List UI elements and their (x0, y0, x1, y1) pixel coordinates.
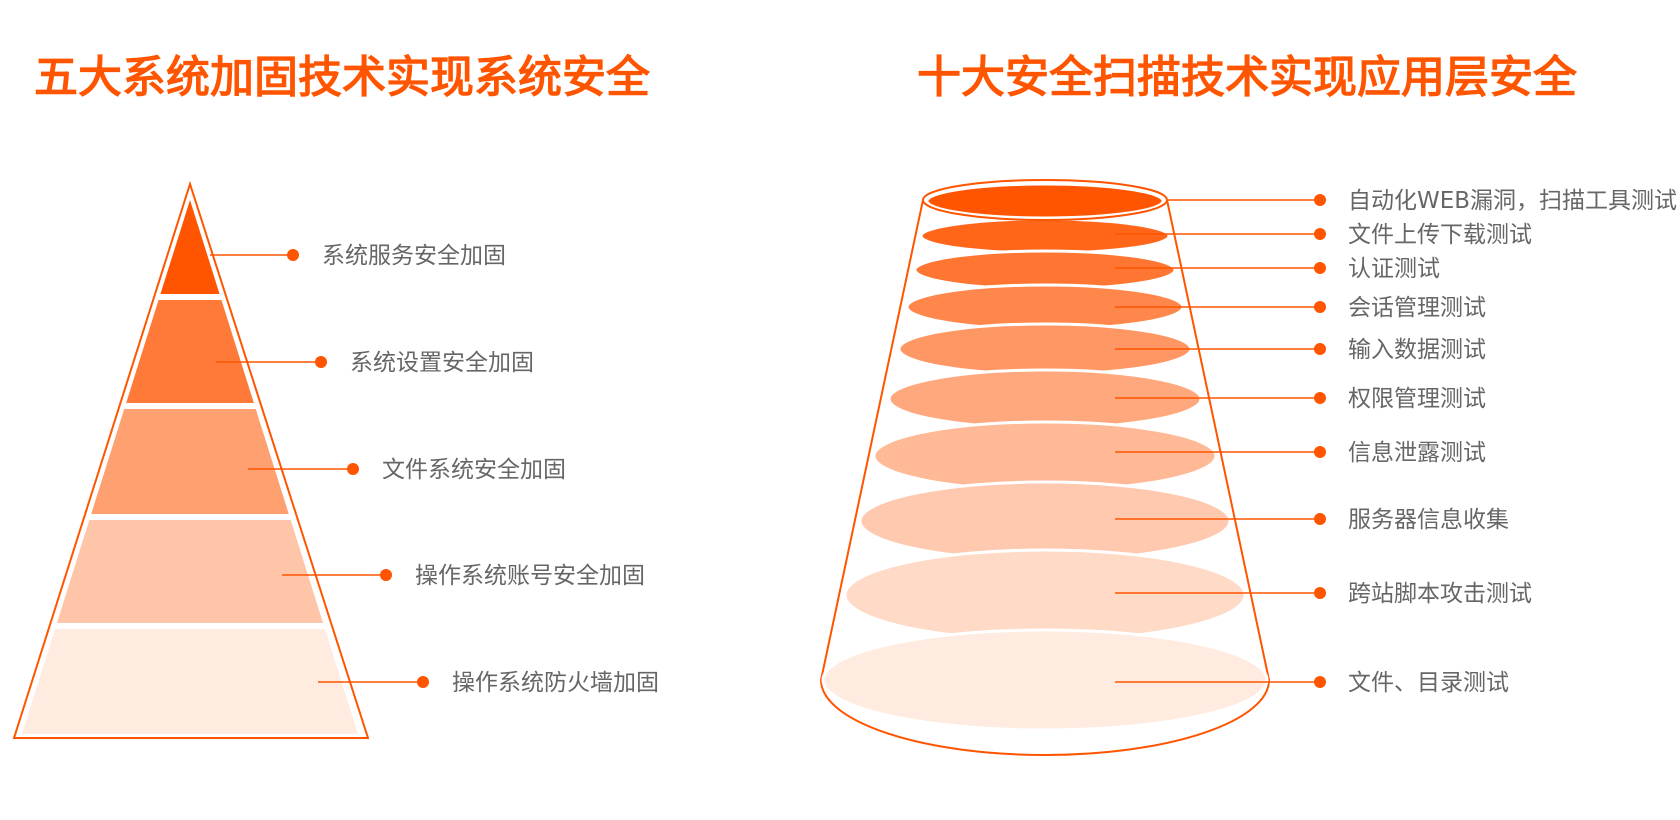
cone-layer-label: 文件、目录测试 (1348, 670, 1509, 696)
callout-dot (1314, 513, 1326, 525)
cone-layer (919, 217, 1171, 255)
cone-layer (913, 249, 1177, 291)
pyramid-layer (56, 520, 324, 623)
cone-layer (821, 628, 1269, 732)
cone-layer-label: 跨站脚本攻击测试 (1348, 581, 1532, 607)
cone-layer-label: 权限管理测试 (1348, 386, 1486, 412)
callout-dot (1314, 343, 1326, 355)
cone-layer (843, 548, 1247, 642)
pyramid-layer-label: 操作系统账号安全加固 (415, 563, 645, 589)
callout-dot (1314, 262, 1326, 274)
pyramid-callouts: 系统服务安全加固系统设置安全加固文件系统安全加固操作系统账号安全加固操作系统防火… (210, 243, 659, 696)
callout-dot (417, 676, 429, 688)
pyramid-layer-label: 操作系统防火墙加固 (452, 670, 659, 696)
pyramid-outline (12, 180, 370, 739)
cone-layer-label: 会话管理测试 (1348, 295, 1486, 321)
pyramid-layer (160, 200, 220, 294)
pyramid-layer-label: 系统设置安全加固 (350, 350, 534, 376)
callout-dot (1314, 228, 1326, 240)
cone-layer-label: 文件上传下载测试 (1348, 222, 1532, 248)
callout-dot (347, 463, 359, 475)
cone-layer (925, 182, 1165, 220)
callout-dot (1314, 301, 1326, 313)
pyramid-layers (22, 200, 358, 734)
callout-dot (380, 569, 392, 581)
right-panel-title: 十大安全扫描技术实现应用层安全 (917, 52, 1577, 103)
cone-top-rim (922, 179, 1168, 221)
cone-layer-label: 信息泄露测试 (1348, 440, 1486, 466)
cone-layer-label: 输入数据测试 (1348, 337, 1486, 363)
cone-layer-label: 服务器信息收集 (1348, 507, 1509, 533)
callout-dot (315, 356, 327, 368)
left-panel-title: 五大系统加固技术实现系统安全 (34, 52, 650, 103)
pyramid-layer-label: 系统服务安全加固 (322, 243, 506, 269)
callout-dot (1314, 587, 1326, 599)
callout-dot (1314, 676, 1326, 688)
cone (819, 179, 1271, 756)
cone-layer-label: 认证测试 (1348, 256, 1440, 282)
callout-dot (1314, 446, 1326, 458)
cone-outline (819, 199, 1271, 756)
pyramid-layer-label: 文件系统安全加固 (382, 457, 566, 483)
cone-layer (872, 420, 1218, 492)
pyramid-layer (91, 409, 289, 514)
cone-layer (858, 480, 1232, 562)
callout-dot (287, 249, 299, 261)
cone-layer (887, 368, 1203, 430)
callout-dot (1314, 194, 1326, 206)
cone-layer-label: 自动化WEB漏洞，扫描工具测试 (1348, 188, 1677, 214)
pyramid-layer (126, 300, 254, 403)
pyramid-layer (22, 629, 358, 734)
cone-callouts: 自动化WEB漏洞，扫描工具测试文件上传下载测试认证测试会话管理测试输入数据测试权… (1115, 188, 1677, 696)
callout-dot (1314, 392, 1326, 404)
cone-layers (821, 182, 1269, 732)
